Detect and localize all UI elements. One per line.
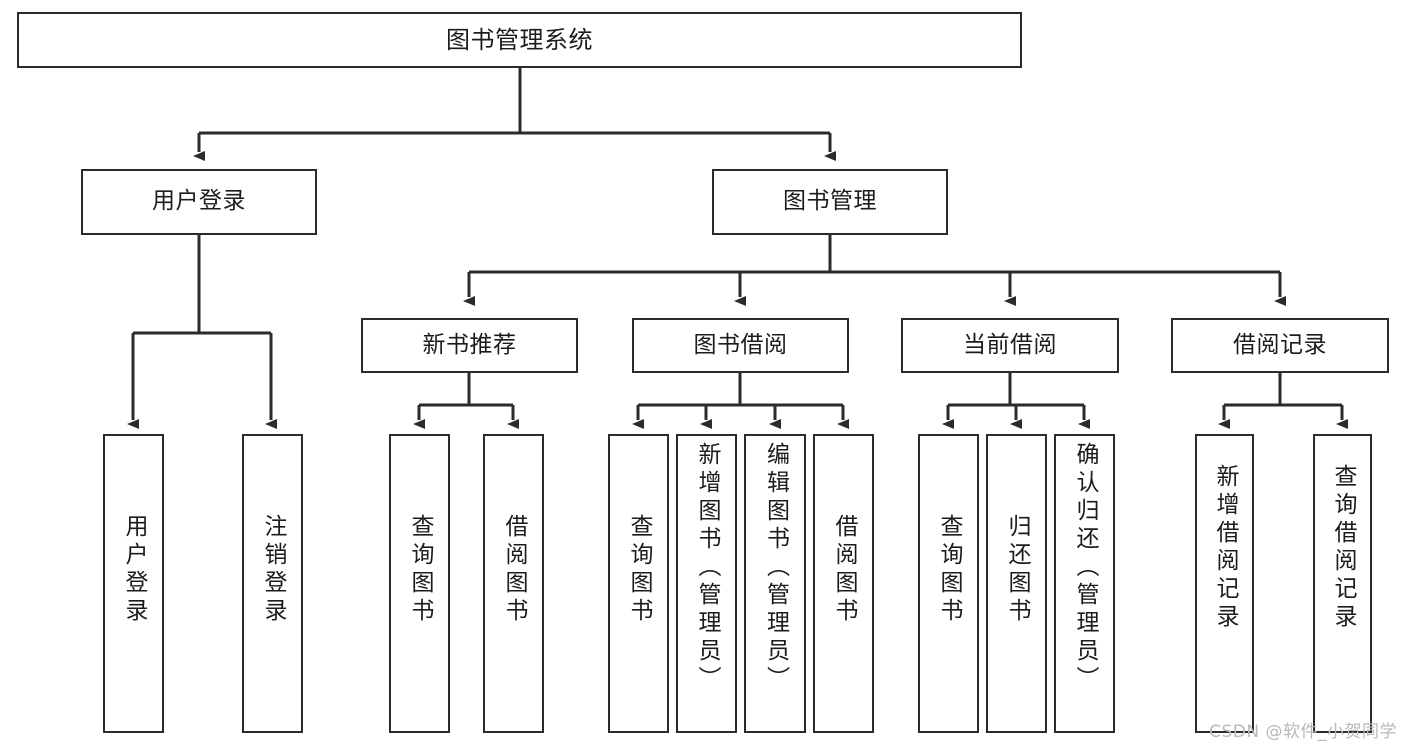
node-label: 借阅图书 bbox=[831, 514, 857, 626]
node-label: 用户登录 bbox=[121, 514, 147, 626]
node-label: 图书借阅 bbox=[693, 331, 788, 358]
node-root-book-management-system[interactable]: 图书管理系统 bbox=[17, 12, 1022, 68]
leaf-return-book[interactable]: 归还图书 bbox=[986, 434, 1047, 733]
leaf-query-book-borrow[interactable]: 查询图书 bbox=[608, 434, 669, 733]
node-label: 借阅图书 bbox=[501, 514, 527, 626]
leaf-edit-book-admin[interactable]: 编辑图书（管理员） bbox=[744, 434, 806, 733]
leaf-add-book-admin[interactable]: 新增图书（管理员） bbox=[676, 434, 737, 733]
node-label: 编辑图书（管理员） bbox=[762, 442, 789, 694]
node-label: 查询图书 bbox=[407, 514, 433, 626]
leaf-logout[interactable]: 注销登录 bbox=[242, 434, 303, 733]
node-book-borrow[interactable]: 图书借阅 bbox=[632, 318, 849, 373]
node-label: 借阅记录 bbox=[1233, 331, 1327, 358]
node-book-management[interactable]: 图书管理 bbox=[712, 169, 948, 235]
node-user-login[interactable]: 用户登录 bbox=[81, 169, 317, 235]
node-label: 用户登录 bbox=[152, 188, 246, 215]
leaf-user-login[interactable]: 用户登录 bbox=[103, 434, 164, 733]
node-label: 查询图书 bbox=[936, 514, 962, 626]
node-label: 图书管理系统 bbox=[446, 25, 593, 54]
leaf-query-book-new[interactable]: 查询图书 bbox=[389, 434, 450, 733]
node-label: 新增图书（管理员） bbox=[694, 442, 720, 694]
node-new-book-recommend[interactable]: 新书推荐 bbox=[361, 318, 578, 373]
leaf-query-borrow-record[interactable]: 查询借阅记录 bbox=[1313, 434, 1372, 733]
node-current-borrow[interactable]: 当前借阅 bbox=[901, 318, 1119, 373]
node-borrow-record[interactable]: 借阅记录 bbox=[1171, 318, 1389, 373]
node-label: 新增借阅记录 bbox=[1212, 464, 1238, 632]
leaf-borrow-book-new[interactable]: 借阅图书 bbox=[483, 434, 544, 733]
node-label: 当前借阅 bbox=[963, 331, 1057, 358]
node-label: 归还图书 bbox=[1004, 514, 1030, 626]
leaf-query-book-current[interactable]: 查询图书 bbox=[918, 434, 979, 733]
node-label: 新书推荐 bbox=[422, 331, 517, 358]
node-label: 查询图书 bbox=[626, 514, 652, 626]
node-label: 注销登录 bbox=[260, 514, 286, 626]
leaf-confirm-return-admin[interactable]: 确认归还（管理员） bbox=[1054, 434, 1115, 733]
node-label: 确认归还（管理员） bbox=[1072, 442, 1098, 694]
node-label: 图书管理 bbox=[783, 188, 877, 215]
leaf-borrow-book[interactable]: 借阅图书 bbox=[813, 434, 874, 733]
node-label: 查询借阅记录 bbox=[1330, 464, 1356, 632]
leaf-add-borrow-record[interactable]: 新增借阅记录 bbox=[1195, 434, 1254, 733]
